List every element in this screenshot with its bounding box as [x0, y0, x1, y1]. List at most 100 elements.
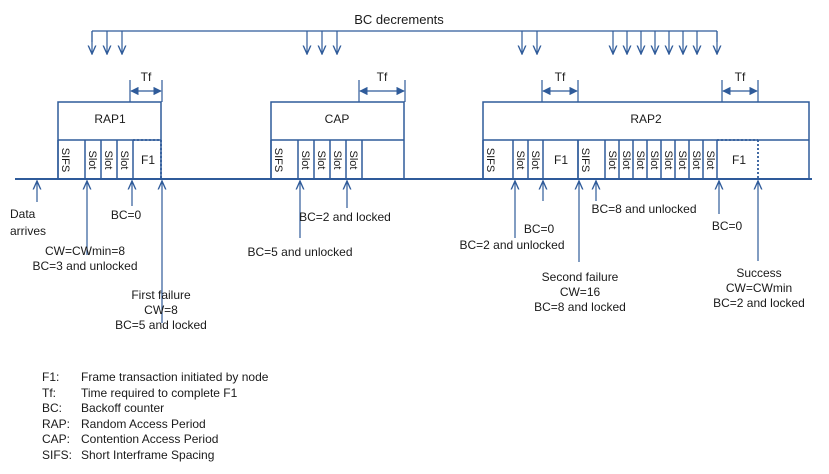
legend-description: Contention Access Period	[81, 432, 219, 447]
bc0-rap2b-annotation: BC=0	[712, 219, 743, 233]
bc-decrement-arrows	[92, 31, 717, 54]
slot-cell-label: Slot	[620, 151, 632, 170]
annotation-line: CW=CWmin=8	[45, 244, 125, 258]
annotation-line: BC=3 and unlocked	[32, 259, 137, 273]
tf-markers: Tf Tf Tf Tf	[129, 70, 759, 102]
slot-cell: Slot	[688, 140, 702, 179]
slot-cell: Slot	[618, 140, 632, 179]
rap1-label: RAP1	[94, 112, 126, 126]
legend-item: BC: Backoff counter	[42, 401, 268, 417]
legend-item: Tf: Time required to complete F1	[42, 386, 268, 402]
tf-marker: Tf	[129, 70, 163, 102]
annotation-line: CW=16	[560, 285, 601, 299]
slot-cell-label: Slot	[118, 151, 130, 170]
slot-cell-label: Slot	[662, 151, 674, 170]
legend-item: F1: Frame transaction initiated by node	[42, 370, 268, 386]
slot-cell-label: Slot	[676, 151, 688, 170]
slot-cell: Slot	[100, 140, 114, 179]
annotation-line: BC=2 and unlocked	[459, 238, 564, 252]
slot-cell: Slot	[329, 140, 343, 179]
data-arrives-annotation: Data arrives	[10, 207, 46, 238]
annotation-line: BC=0	[712, 219, 743, 233]
annotation-line: BC=2 and locked	[299, 210, 391, 224]
slot-cell: Slot	[660, 140, 674, 179]
sifs-cell: SIFS	[270, 140, 284, 179]
slot-cell-label: Slot	[514, 151, 526, 170]
slot-cell-label: Slot	[704, 151, 716, 170]
slot-cell: Slot	[604, 140, 618, 179]
tf-marker: Tf	[541, 70, 579, 102]
annotation-line: BC=0	[111, 208, 142, 222]
slot-cell-label: Slot	[648, 151, 660, 170]
slot-cell-label: Slot	[347, 151, 359, 170]
slot-cell-label: Slot	[331, 151, 343, 170]
f1-label: F1	[732, 153, 746, 167]
annotation-line: BC=8 and unlocked	[591, 202, 696, 216]
bc5-unlocked-annotation: BC=5 and unlocked	[247, 245, 352, 259]
event-arrows	[37, 181, 758, 323]
legend-description: Frame transaction initiated by node	[81, 370, 269, 384]
tf-label: Tf	[377, 70, 388, 84]
slot-cell: Slot	[527, 140, 541, 179]
slot-cell: Slot	[116, 140, 130, 179]
legend-abbreviation: Tf:	[42, 385, 56, 400]
annotation-line: CW=CWmin	[726, 281, 792, 295]
rap2-label: RAP2	[630, 112, 662, 126]
tf-label: Tf	[555, 70, 566, 84]
f1-label: F1	[141, 153, 155, 167]
sifs-cell-label: SIFS	[484, 148, 496, 172]
bc2-locked-annotation: BC=2 and locked	[299, 210, 391, 224]
legend-description: Random Access Period	[81, 416, 206, 431]
slot-cell-label: Slot	[299, 151, 311, 170]
sifs-cell-label: SIFS	[272, 148, 284, 172]
cap-label: CAP	[325, 112, 350, 126]
legend-description: Time required to complete F1	[81, 385, 238, 400]
tf-marker: Tf	[358, 70, 406, 102]
bc-decrements-bracket	[91, 30, 718, 42]
f1-label: F1	[554, 153, 568, 167]
tf-label: Tf	[141, 70, 152, 84]
sifs-cell-label: SIFS	[59, 148, 71, 172]
sifs-cell: SIFS	[57, 140, 71, 179]
sifs-cell: SIFS	[577, 140, 591, 179]
annotation-line: BC=0	[524, 222, 555, 236]
annotation-line: BC=8 and locked	[534, 300, 626, 314]
tf-label: Tf	[735, 70, 746, 84]
slot-cell: Slot	[297, 140, 311, 179]
slot-cell: Slot	[313, 140, 327, 179]
sifs-cell: SIFS	[482, 140, 496, 179]
bc0-rap1-annotation: BC=0	[111, 208, 142, 222]
slot-cell: Slot	[702, 140, 716, 179]
annotation-line: First failure	[131, 288, 191, 302]
legend-abbreviation: BC:	[42, 401, 63, 416]
slot-cell-label: Slot	[529, 151, 541, 170]
annotation-line: BC=5 and locked	[115, 318, 207, 332]
annotation-line: CW=8	[144, 303, 178, 317]
annotation-line: Success	[736, 266, 781, 280]
legend-abbreviation: CAP:	[42, 432, 71, 447]
bc0-rap2a-annotation: BC=0	[524, 222, 555, 236]
annotation-line: arrives	[10, 224, 46, 238]
legend-abbreviation: F1:	[42, 370, 60, 384]
annotation-line: Data	[10, 207, 36, 221]
slot-cell: Slot	[345, 140, 359, 179]
annotation-line: BC=5 and unlocked	[247, 245, 352, 259]
slot-cell: Slot	[512, 140, 526, 179]
legend-item: CAP: Contention Access Period	[42, 432, 268, 448]
slot-cell-label: Slot	[634, 151, 646, 170]
slot-cell: Slot	[84, 140, 98, 179]
slot-cell-label: Slot	[606, 151, 618, 170]
legend-abbreviation: SIFS:	[42, 447, 73, 462]
tf-marker: Tf	[721, 70, 759, 102]
legend-item: SIFS: Short Interframe Spacing	[42, 448, 268, 464]
slot-cell-label: Slot	[102, 151, 114, 170]
sifs-cell-label: SIFS	[579, 148, 591, 172]
legend-description: Backoff counter	[81, 401, 165, 416]
legend-description: Short Interframe Spacing	[81, 447, 215, 462]
slot-cell-label: Slot	[690, 151, 702, 170]
